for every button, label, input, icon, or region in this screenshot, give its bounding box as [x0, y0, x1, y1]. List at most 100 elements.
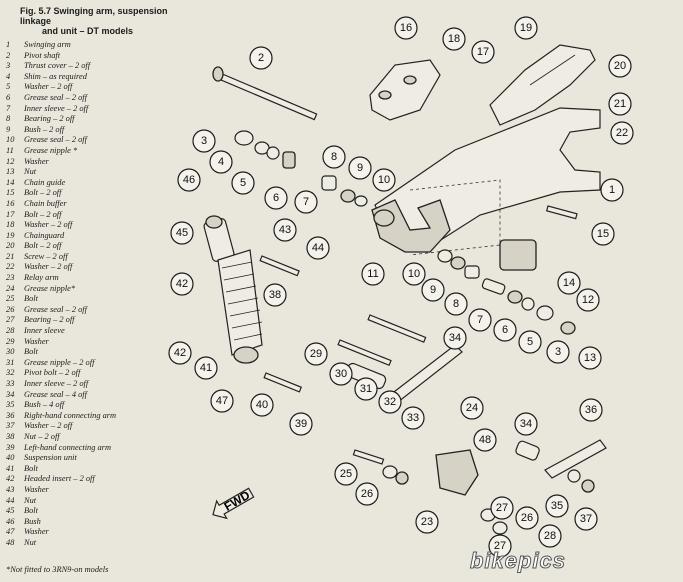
pivot-shaft: [212, 66, 318, 121]
legend-item-text: Grease seal – 2 off: [24, 92, 87, 102]
callout-part-19: 19: [514, 16, 538, 40]
callout-part-3: 3: [192, 129, 216, 153]
callout-part-6: 6: [493, 318, 517, 342]
callout-label: 3: [201, 135, 207, 147]
legend-item-number: 24: [6, 283, 15, 293]
legend-item-text: Grease seal – 2 off: [24, 135, 87, 145]
callout-part-33: 33: [401, 406, 425, 430]
legend-item-number: 34: [6, 389, 15, 399]
callout-part-26: 26: [515, 506, 539, 530]
callout-part-25: 25: [334, 462, 358, 486]
legend-item-text: Washer: [24, 336, 49, 346]
legend-item: 46 Bush: [6, 517, 174, 528]
callout-label: 43: [279, 224, 291, 236]
legend-item-text: Grease seal – 2 off: [24, 304, 87, 314]
legend-item-number: 23: [6, 273, 15, 283]
callout-circle: [442, 27, 466, 51]
callout-part-22: 22: [610, 121, 634, 145]
legend-item-number: 35: [6, 400, 15, 410]
callout-part-44: 44: [306, 236, 330, 260]
callout-part-10: 10: [372, 168, 396, 192]
callout-part-8: 8: [444, 292, 468, 316]
legend-item-number: 2: [6, 50, 11, 60]
figure-title-line-2: and unit – DT models: [42, 26, 134, 36]
callout-circle: [415, 510, 439, 534]
callout-label: 26: [521, 512, 533, 524]
legend-item-number: 13: [6, 167, 15, 177]
callout-label: 31: [360, 383, 372, 395]
callout-part-47: 47: [210, 389, 234, 413]
legend-item-text: Inner sleeve – 2 off: [24, 103, 89, 113]
callout-circle: [574, 507, 598, 531]
callout-circle: [231, 171, 255, 195]
legend-item-text: Nut – 2 off: [24, 431, 60, 441]
legend-item-text: Shim – as required: [24, 71, 87, 81]
callout-part-34: 34: [514, 412, 538, 436]
callout-label: 10: [378, 174, 390, 186]
callout-circle: [610, 121, 634, 145]
callout-part-43: 43: [273, 218, 297, 242]
callout-label: 28: [544, 530, 556, 542]
callout-circle: [557, 271, 581, 295]
legend-item-text: Grease nipple *: [24, 145, 78, 155]
callout-part-27: 27: [490, 496, 514, 520]
watermark-logo: bikepics: [469, 548, 567, 574]
legend-item-text: Bolt: [24, 463, 38, 473]
legend-item-number: 17: [6, 209, 15, 219]
callout-label: 37: [580, 513, 592, 525]
callout-part-10: 10: [402, 262, 426, 286]
callout-part-5: 5: [518, 330, 542, 354]
legend-item-text: Washer – 2 off: [24, 82, 73, 92]
callout-part-48: 48: [473, 428, 497, 452]
callout-label: 41: [200, 362, 212, 374]
callout-circle: [170, 272, 194, 296]
legend-item-text: Suspension unit: [24, 453, 77, 463]
callout-part-30: 30: [329, 362, 353, 386]
callout-circle: [289, 412, 313, 436]
legend-item-text: Bush: [24, 516, 41, 526]
callout-label: 1: [609, 184, 615, 196]
callout-label: 33: [407, 412, 419, 424]
legend-item-text: Bearing – 2 off: [24, 315, 75, 325]
callout-circle: [578, 346, 602, 370]
callout-circle: [546, 340, 570, 364]
callout-label: 6: [502, 324, 508, 336]
callout-label: 19: [520, 22, 532, 34]
callout-part-13: 13: [578, 346, 602, 370]
callout-label: 13: [584, 352, 596, 364]
legend-item-text: Chain guide: [24, 177, 66, 187]
callout-circle: [468, 308, 492, 332]
legend-item-number: 46: [6, 516, 15, 526]
callout-circle: [372, 168, 396, 192]
callout-part-3: 3: [546, 340, 570, 364]
callout-circle: [514, 16, 538, 40]
callout-part-31: 31: [354, 377, 378, 401]
callout-label: 17: [477, 46, 489, 58]
bolts: [259, 205, 578, 465]
callout-part-38: 38: [263, 283, 287, 307]
callout-circle: [354, 377, 378, 401]
callout-circle: [249, 46, 273, 70]
legend-item-number: 36: [6, 410, 15, 420]
legend-item-number: 48: [6, 537, 15, 547]
callout-circle: [545, 494, 569, 518]
callout-label: 48: [479, 434, 491, 446]
legend-item-text: Bearing – 2 off: [24, 114, 75, 124]
callout-part-14: 14: [557, 271, 581, 295]
legend-item-text: Swinging arm: [24, 40, 71, 49]
callout-label: 21: [614, 98, 626, 110]
legend-item-text: Grease nipple*: [24, 283, 76, 293]
